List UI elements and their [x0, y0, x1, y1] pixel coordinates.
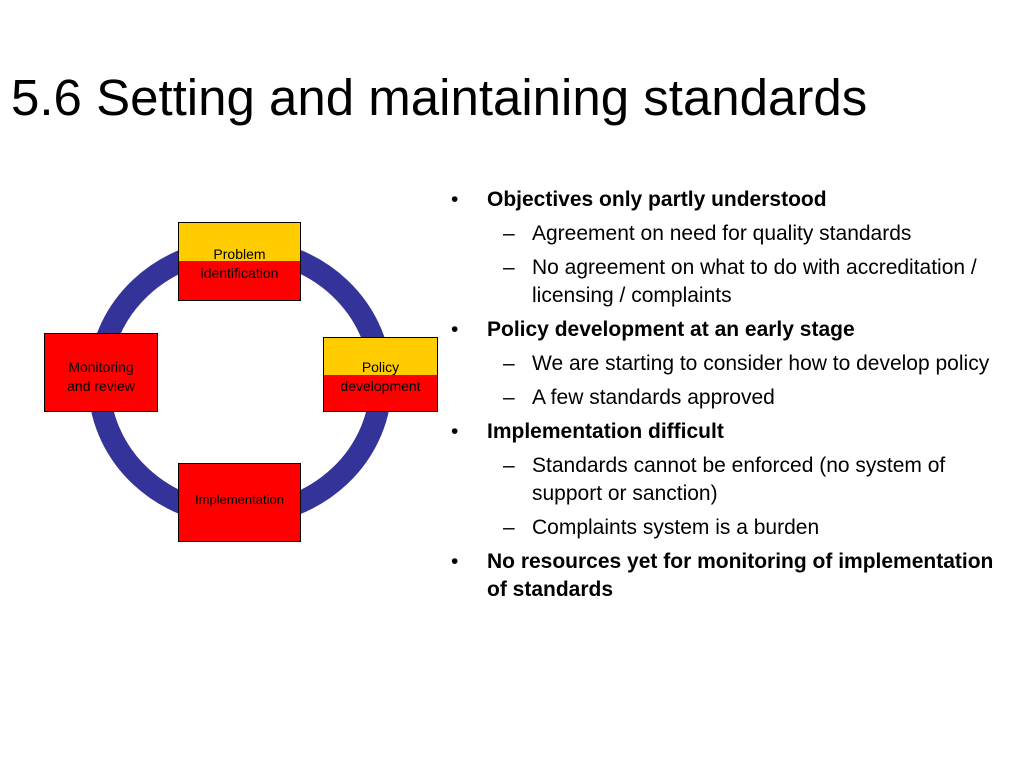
monitoring-review-label-line2: and review: [67, 378, 135, 394]
sub-bullet-item: – We are starting to consider how to dev…: [446, 350, 1016, 378]
sub-bullet-item: – Complaints system is a burden: [446, 514, 1016, 542]
sub-bullet-text: We are starting to consider how to devel…: [532, 352, 990, 375]
implementation-box: Implementation: [178, 463, 301, 542]
dash-marker: –: [503, 352, 515, 375]
sub-bullet-text: A few standards approved: [532, 386, 775, 409]
policy-development-highlight: [324, 338, 437, 375]
monitoring-review-label-line1: Monitoring: [68, 359, 134, 375]
bullet-list: • Objectives only partly understood – Ag…: [446, 186, 1016, 610]
slide-title: 5.6 Setting and maintaining standards: [11, 69, 868, 126]
sub-bullet-item: – A few standards approved: [446, 384, 1016, 412]
policy-development-label-line2: development: [340, 378, 421, 394]
bullet-text: Implementation difficult: [487, 420, 724, 443]
bullet-item: • Policy development at an early stage: [446, 316, 1016, 344]
sub-bullet-item: – Agreement on need for quality standard…: [446, 220, 1016, 248]
problem-identification-highlight: [179, 223, 300, 261]
standards-cycle-diagram: Problem identification Policy developmen…: [0, 0, 460, 600]
bullet-marker: •: [451, 550, 459, 573]
bullet-marker: •: [451, 188, 459, 211]
bullet-item: • Implementation difficult: [446, 418, 1016, 446]
dash-marker: –: [503, 222, 515, 245]
problem-identification-box: Problem identification: [178, 222, 301, 301]
bullet-item: • No resources yet for monitoring of imp…: [446, 548, 1016, 604]
bullet-text: Policy development at an early stage: [487, 318, 855, 341]
problem-identification-label-line2: identification: [200, 265, 279, 281]
problem-identification-label-line1: Problem: [213, 246, 266, 262]
sub-bullet-text: Complaints system is a burden: [532, 516, 820, 539]
bullet-marker: •: [451, 318, 459, 341]
sub-bullet-text: Agreement on need for quality standards: [532, 222, 912, 245]
bullet-text: Objectives only partly understood: [487, 188, 827, 211]
policy-development-label-line1: Policy: [361, 359, 400, 375]
bullet-marker: •: [451, 420, 459, 443]
sub-bullet-text: No agreement on what to do with accredit…: [532, 256, 977, 307]
sub-bullet-text: Standards cannot be enforced (no system …: [532, 454, 946, 505]
dash-marker: –: [503, 256, 515, 279]
dash-marker: –: [503, 454, 515, 477]
bullet-item: • Objectives only partly understood: [446, 186, 1016, 214]
dash-marker: –: [503, 386, 515, 409]
implementation-label: Implementation: [195, 492, 284, 507]
bullet-text: No resources yet for monitoring of imple…: [487, 550, 994, 601]
sub-bullet-item: – Standards cannot be enforced (no syste…: [446, 452, 1016, 508]
policy-development-box: Policy development: [323, 337, 438, 412]
sub-bullet-item: – No agreement on what to do with accred…: [446, 254, 1016, 310]
dash-marker: –: [503, 516, 515, 539]
monitoring-review-box: Monitoring and review: [44, 333, 158, 412]
